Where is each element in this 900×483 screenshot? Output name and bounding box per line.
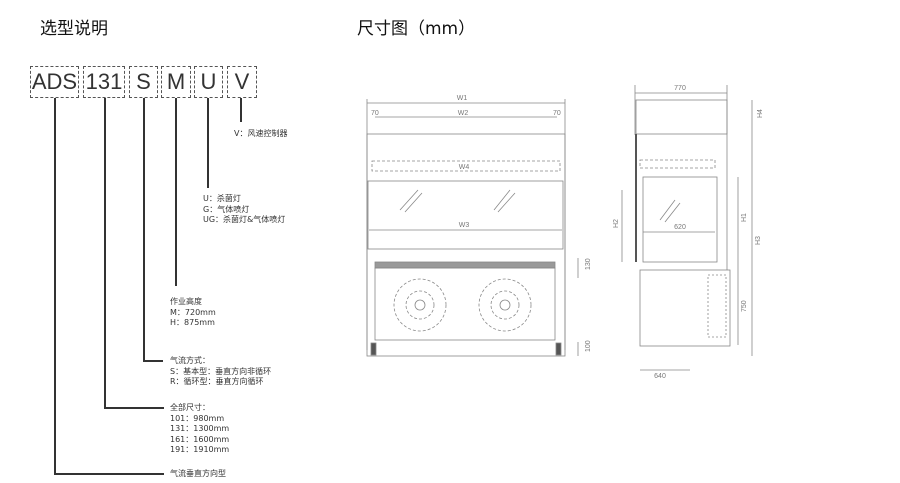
code-height: M (161, 66, 191, 98)
leader-ads-h (54, 473, 164, 475)
leader-size (104, 98, 106, 408)
label-70-left: 70 (371, 110, 379, 117)
leader-u (207, 98, 209, 188)
label-w1: W1 (457, 95, 468, 102)
front-view: W1 W2 70 70 W4 W3 130 100 (366, 95, 592, 357)
code-airflow: S (129, 66, 158, 98)
label-w2: W2 (458, 110, 469, 117)
label-h2: H2 (613, 219, 620, 228)
dimension-title: 尺寸图（mm） (357, 19, 476, 39)
label-70-right: 70 (553, 110, 561, 117)
leader-size-h (104, 407, 164, 409)
leader-m (175, 98, 177, 286)
label-130: 130 (585, 258, 592, 270)
code-speed: V (227, 66, 257, 98)
label-h1: H1 (741, 213, 748, 222)
label-100: 100 (585, 340, 592, 352)
code-size: 131 (83, 66, 125, 98)
label-640: 640 (654, 373, 666, 380)
leader-s-h (143, 360, 163, 362)
label-w3: W3 (459, 222, 470, 229)
label-h3: H3 (755, 236, 762, 245)
note-v: V：风速控制器 (234, 129, 288, 138)
code-lamp: U (194, 66, 223, 98)
leader-ads (54, 98, 56, 474)
leader-s (143, 98, 145, 361)
side-view: 770 H4 H1 H3 H2 620 750 640 (613, 85, 764, 380)
note-ads: 气流垂直方向型 (170, 469, 226, 478)
selection-title: 选型说明 (40, 19, 108, 39)
leader-v (240, 98, 242, 122)
label-750: 750 (741, 300, 748, 312)
label-h4: H4 (757, 109, 764, 118)
label-w4: W4 (459, 164, 470, 171)
label-620: 620 (674, 224, 686, 231)
label-770: 770 (674, 85, 686, 92)
code-ads: ADS (30, 66, 79, 98)
